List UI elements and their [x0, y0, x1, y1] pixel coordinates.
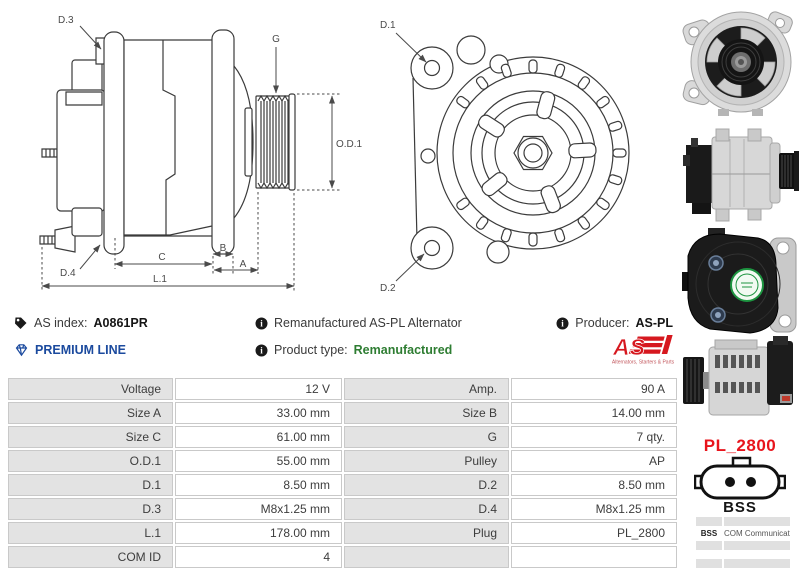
- alternator-rear-photo: [682, 228, 797, 334]
- spec-value: M8x1.25 mm: [175, 498, 342, 520]
- logo-text: AS: [612, 334, 646, 360]
- spec-value: M8x1.25 mm: [511, 498, 677, 520]
- shaft-nut: [514, 137, 552, 170]
- dimension-label-b: B: [220, 243, 227, 254]
- producer-label: Producer:: [575, 316, 630, 330]
- lower-lug: [55, 226, 75, 252]
- spec-label: D.2: [344, 474, 509, 496]
- dimension-label-d1: D.1: [380, 20, 396, 31]
- com-key: BSS: [696, 527, 722, 540]
- com-table-row: [696, 559, 790, 568]
- tag-icon: [15, 317, 27, 329]
- spec-label: Voltage: [8, 378, 173, 400]
- spec-value: 178.00 mm: [175, 522, 342, 544]
- premium-line-label: PREMIUM LINE: [35, 343, 126, 357]
- spec-value: 90 A: [511, 378, 677, 400]
- spec-value: 14.00 mm: [511, 402, 677, 424]
- spec-value: 7 qty.: [511, 426, 677, 448]
- svg-text:i: i: [260, 345, 263, 355]
- spec-value: 12 V: [175, 378, 342, 400]
- info-icon: i: [255, 317, 268, 329]
- plug-name: PL_2800: [703, 436, 777, 455]
- vent-slots: [455, 60, 626, 246]
- as-index-label: AS index:: [34, 316, 88, 330]
- connector-pin: [746, 477, 756, 487]
- spec-label: O.D.1: [8, 450, 173, 472]
- as-index-value: A0861PR: [93, 316, 148, 330]
- spec-value: PL_2800: [511, 522, 677, 544]
- spec-value: 4: [175, 546, 342, 568]
- alternator-side-photo: [683, 128, 799, 222]
- alternator-pulley-side-photo: [683, 336, 793, 416]
- spec-label: Size C: [8, 426, 173, 448]
- com-table-row: [696, 517, 790, 526]
- spec-label: D.3: [8, 498, 173, 520]
- connector-type-label: BSS: [723, 499, 757, 516]
- dimension-label-c: C: [158, 252, 165, 263]
- spec-value: 61.00 mm: [175, 426, 342, 448]
- spec-value: 8.50 mm: [175, 474, 342, 496]
- side-view-technical-drawing: D.3 D.4 G O.D.1 C B A L.1: [0, 15, 362, 302]
- spec-label: [344, 546, 509, 568]
- stator-body: [124, 40, 214, 236]
- spec-value: [511, 546, 677, 568]
- fan-spokes: [476, 90, 596, 214]
- spec-table: Voltage 12 V Amp. 90 A Size A 33.00 mm S…: [8, 378, 677, 568]
- description-row: i Remanufactured AS-PL Alternator: [255, 316, 462, 330]
- spec-label: D.1: [8, 474, 173, 496]
- spec-value: 8.50 mm: [511, 474, 677, 496]
- spec-label: Size B: [344, 402, 509, 424]
- product-type-row: i Product type: Remanufactured: [255, 343, 452, 357]
- spec-label: COM ID: [8, 546, 173, 568]
- dimension-label-d4: D.4: [60, 268, 76, 279]
- dimension-label-g: G: [272, 34, 280, 45]
- com-table: BSS COM Communication: [696, 517, 790, 570]
- svg-text:i: i: [562, 318, 565, 328]
- svg-text:i: i: [260, 318, 263, 328]
- rear-bracket: [104, 32, 124, 254]
- product-type-value: Remanufactured: [353, 343, 453, 357]
- spec-value: AP: [511, 450, 677, 472]
- front-bracket: [212, 30, 234, 254]
- spec-label: L.1: [8, 522, 173, 544]
- com-table-row: [696, 551, 790, 558]
- info-icon: i: [255, 344, 268, 356]
- dimension-label-a: A: [240, 259, 247, 270]
- spec-label: Size A: [8, 402, 173, 424]
- diamond-icon: [15, 344, 28, 357]
- product-photo-column: PL_2800 BSS BSS COM Communication: [680, 0, 800, 575]
- dimension-label-l1: L.1: [153, 274, 167, 285]
- logo-tagline: Alternators, Starters & Parts: [612, 360, 674, 366]
- spec-label: Plug: [344, 522, 509, 544]
- plug-connector-drawing: [694, 456, 786, 500]
- spec-label: D.4: [344, 498, 509, 520]
- com-table-row: [696, 541, 790, 550]
- spec-label: Amp.: [344, 378, 509, 400]
- spec-label: G: [344, 426, 509, 448]
- product-description: Remanufactured AS-PL Alternator: [274, 316, 462, 330]
- producer-row: i Producer: AS-PL: [556, 316, 673, 330]
- dimension-label-d3: D.3: [58, 15, 74, 26]
- as-index-row: AS index: A0861PR: [14, 316, 148, 330]
- com-value: COM Communication: [724, 527, 790, 540]
- premium-line-row: PREMIUM LINE: [14, 343, 126, 357]
- dimension-label-od1: O.D.1: [336, 139, 362, 150]
- alternator-front-photo: [682, 11, 793, 116]
- spec-value: 55.00 mm: [175, 450, 342, 472]
- dimension-label-d2: D.2: [380, 283, 396, 294]
- as-pl-logo: AS Alternators, Starters & Parts: [610, 332, 675, 371]
- rear-housing: [57, 90, 105, 211]
- product-type-label: Product type:: [274, 343, 348, 357]
- producer-value: AS-PL: [635, 316, 674, 330]
- spec-label: Pulley: [344, 450, 509, 472]
- shaft: [245, 108, 252, 176]
- spec-value: 33.00 mm: [175, 402, 342, 424]
- connector-pin: [725, 477, 735, 487]
- info-icon: i: [556, 317, 569, 329]
- com-table-row: BSS COM Communication: [696, 527, 790, 540]
- front-view-technical-drawing: D.1 D.2: [380, 20, 680, 294]
